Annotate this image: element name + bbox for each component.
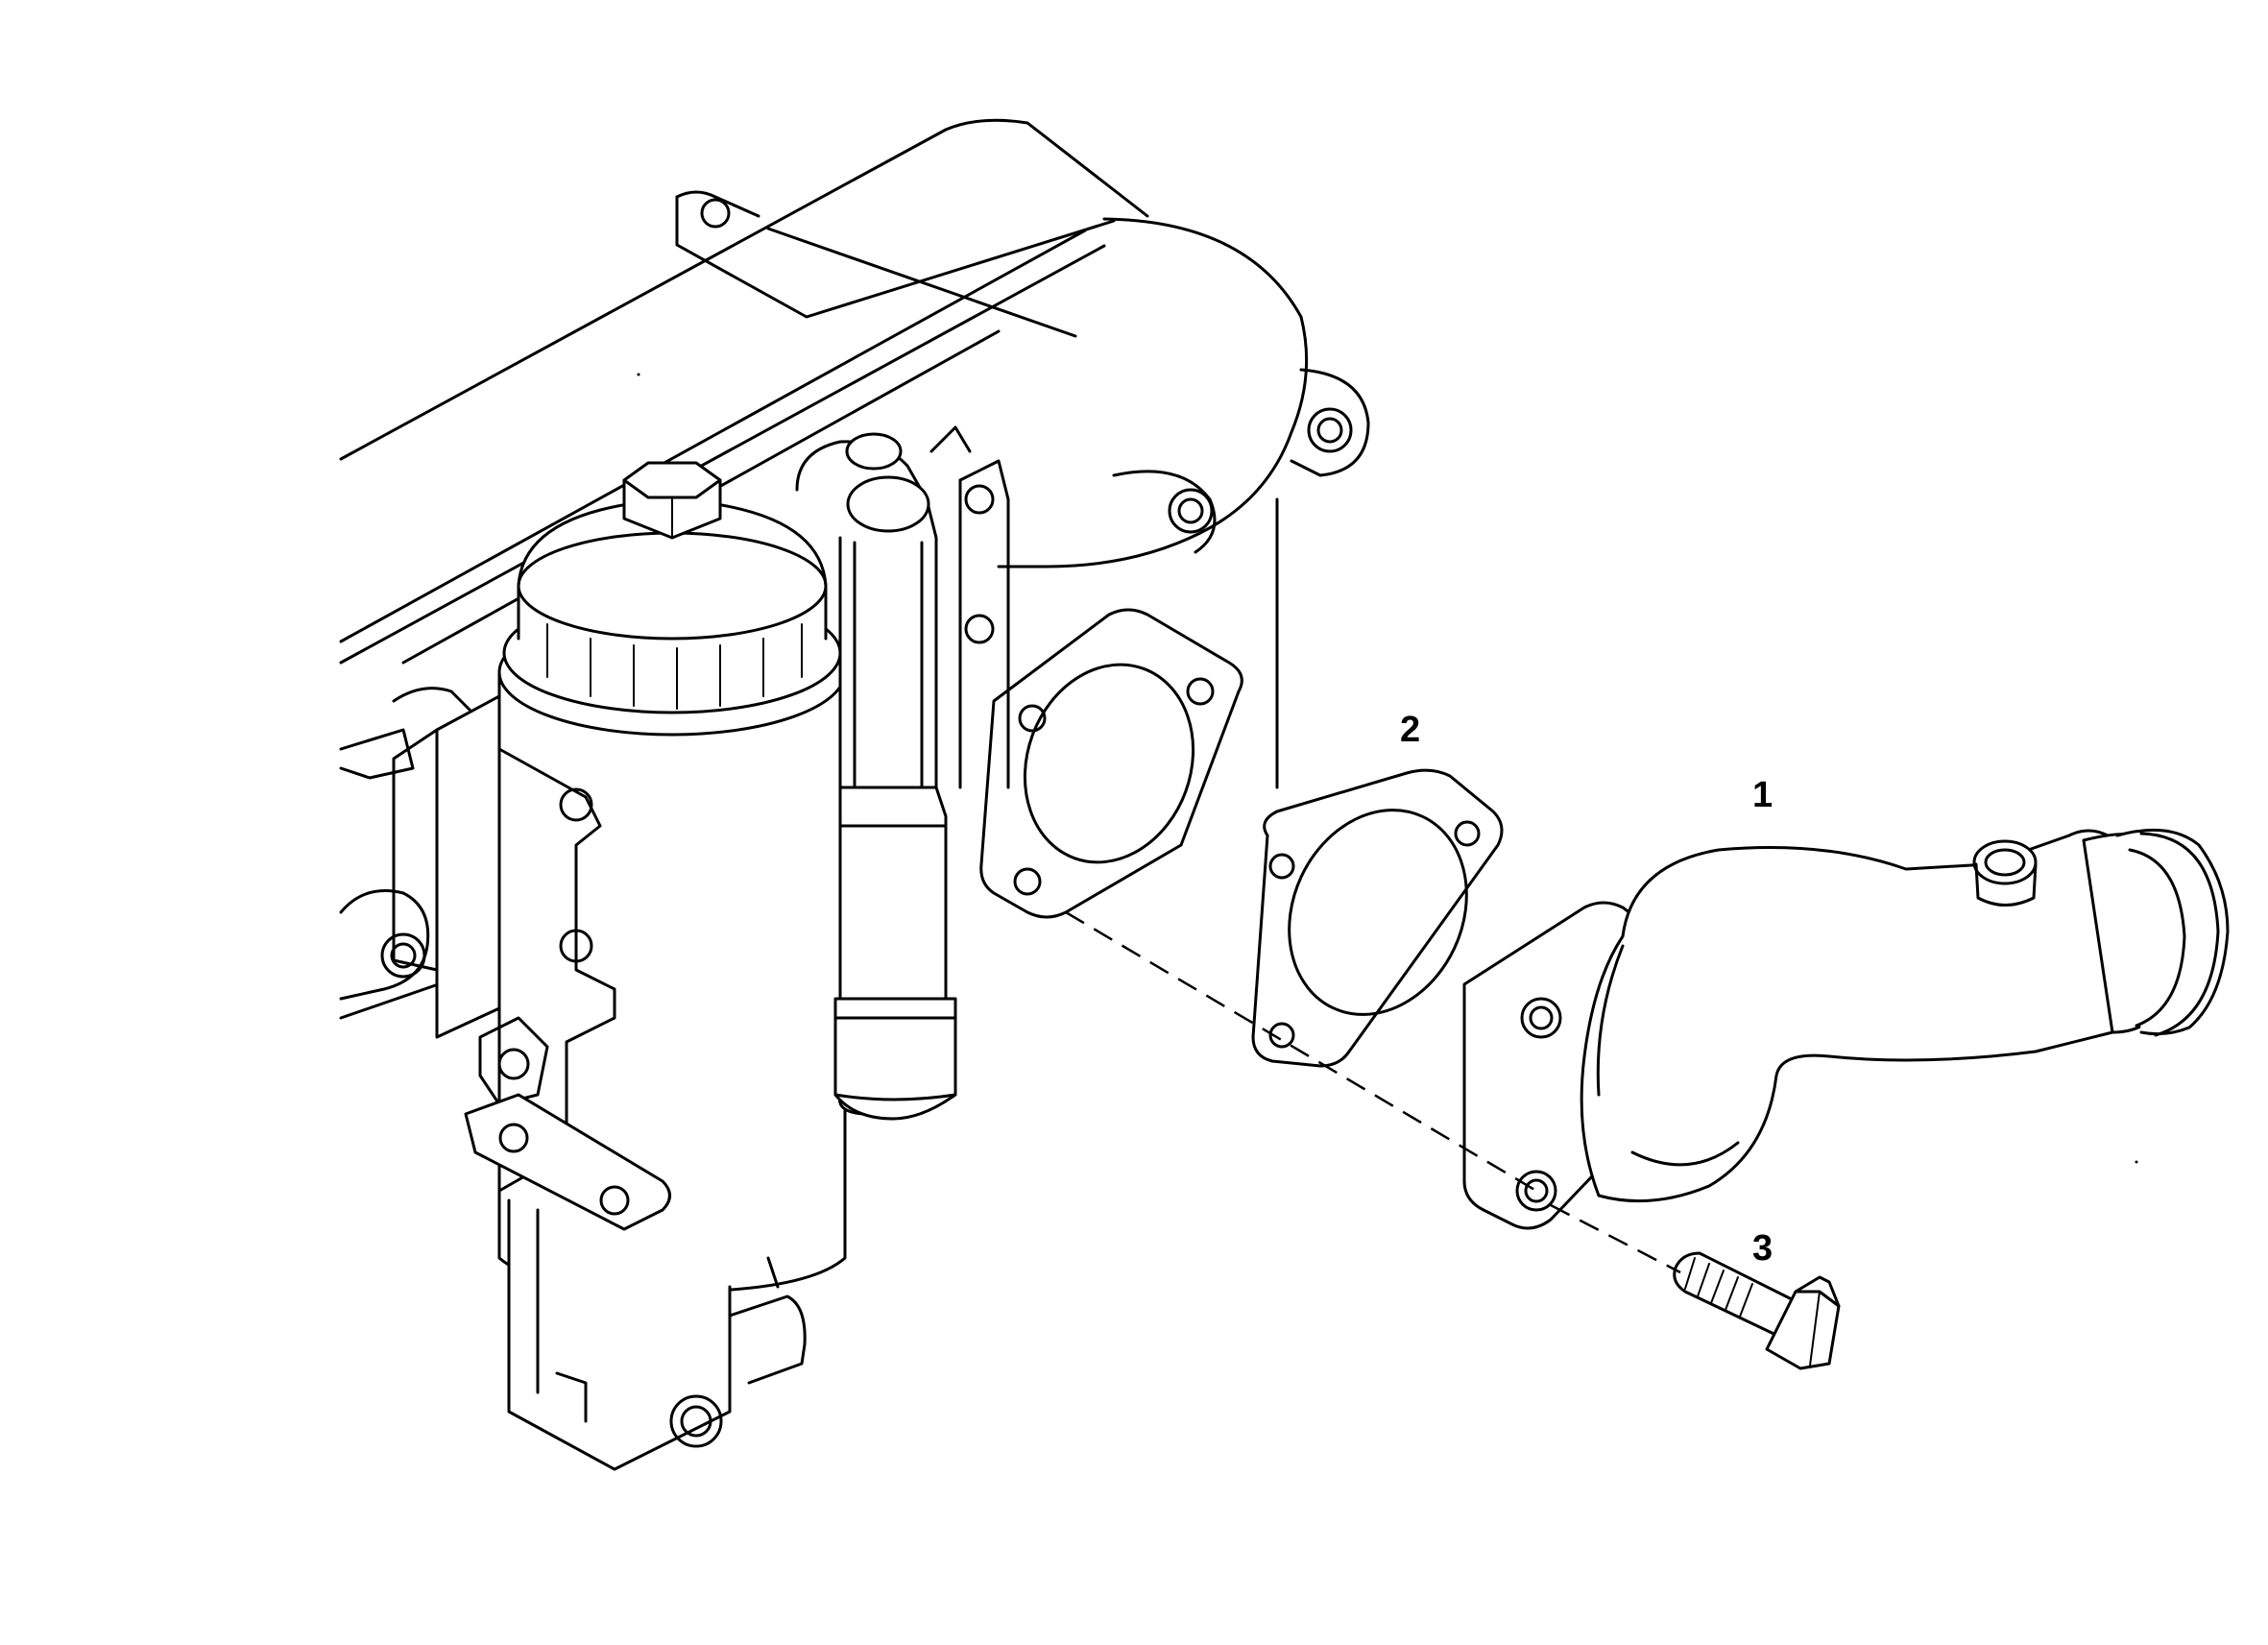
callout-1: 1 [1752, 775, 1773, 815]
bolt [1673, 1251, 1841, 1370]
callout-3: 3 [1752, 1228, 1773, 1269]
scan-dot [637, 373, 640, 376]
callouts: 1 2 3 [1400, 710, 1773, 1269]
coolant-outlet-elbow [1462, 828, 2230, 1230]
gasket [1251, 768, 1504, 1068]
assembly-guide-lines [1065, 910, 1681, 1274]
scan-dot [2135, 1160, 2138, 1164]
callout-2: 2 [1400, 710, 1420, 750]
oil-filter-housing [392, 461, 847, 1471]
engine-assembly [339, 118, 1370, 1020]
oil-pipe [795, 432, 957, 1121]
